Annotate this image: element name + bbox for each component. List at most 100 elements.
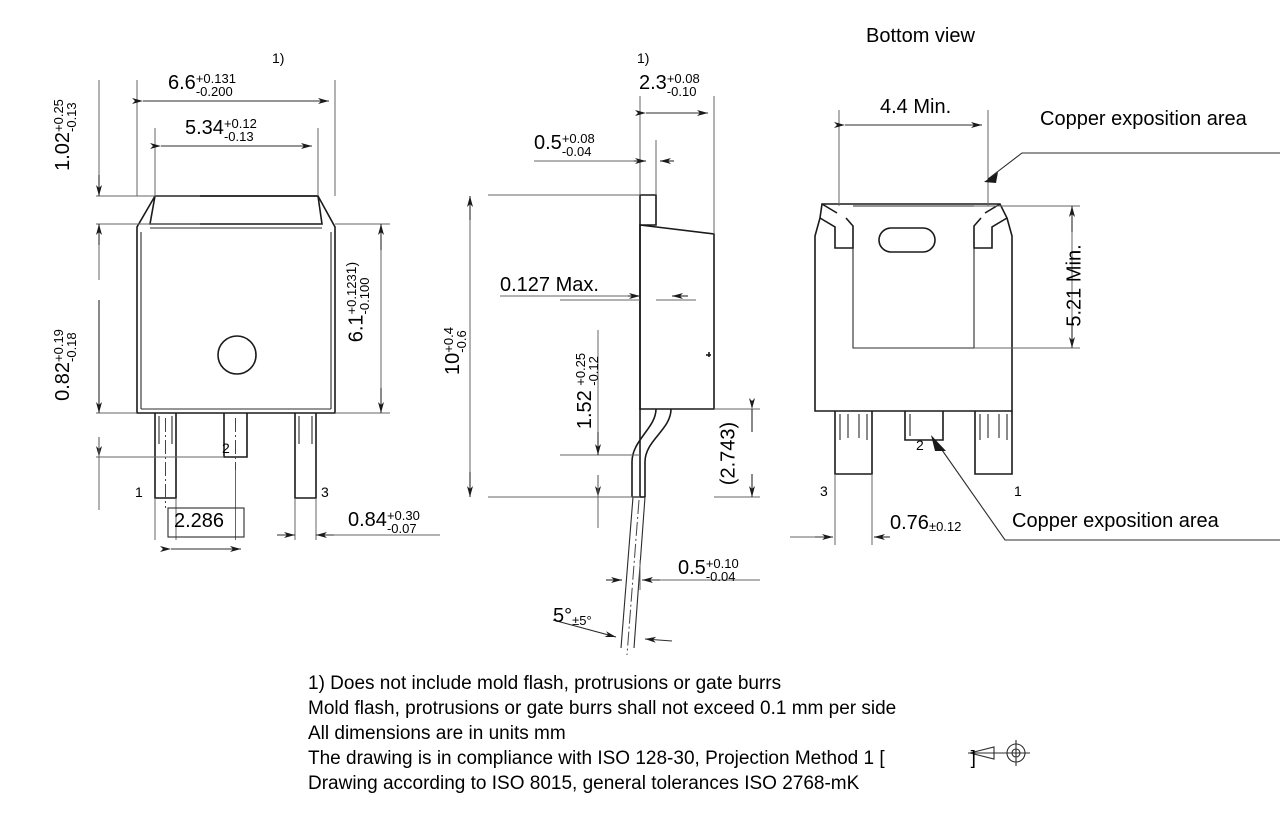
dim-label-0-82: 0.82+0.19-0.18 [48, 300, 79, 470]
bottom-lead-3 [834, 411, 873, 475]
dim-label-2-286: 2.286 [174, 510, 224, 533]
dim-value-6-6: 6.6 [168, 72, 196, 95]
dim-value-6-1: 6.1 [345, 314, 368, 343]
note-projection-suffix: ] [970, 748, 976, 769]
note-line-5: Drawing according to ISO 8015, general t… [308, 773, 860, 794]
side-lead-leg-left [620, 496, 634, 649]
dim-value-0-127: 0.127 Max. [500, 274, 599, 296]
bottom-slot [878, 227, 936, 253]
note-projection-prefix: The drawing is in compliance with ISO 12… [308, 748, 885, 769]
dim-tol-plus-6-6: +0.131 [195, 71, 236, 86]
side-view [467, 96, 760, 656]
bottom-copper-area [852, 248, 975, 349]
bottom-leads [834, 411, 1013, 475]
dim-value-10: 10 [442, 352, 465, 375]
front-lead-3 [294, 413, 317, 499]
leader-copper-bottom [934, 439, 1280, 541]
dim-label-10: 10+0.4-0.6 [440, 300, 470, 410]
dim-line-5-deg-a [552, 619, 617, 638]
front-pin-label-2: 2 [222, 440, 230, 456]
dim-tol-minus-1-02: -0.13 [64, 102, 79, 132]
dim-label-2-743: (2.743) [714, 410, 744, 500]
callout-copper-bottom: Copper exposition area [1012, 510, 1219, 532]
dim-tol-minus-5-34: -0.13 [223, 129, 254, 144]
side-tab [639, 194, 657, 226]
dim-value-0-5-step: 0.5 [534, 132, 562, 155]
notes-block: 1) Does not include mold flash, protrusi… [308, 671, 976, 796]
dim-label-5-deg: 5°±5° [553, 605, 592, 628]
dim-label-2-3: 2.3+0.08-0.10 [639, 72, 700, 98]
note-ref-6-6: 1) [272, 50, 285, 66]
front-pin-label-1: 1 [135, 484, 143, 500]
dim-value-0-5-lead: 0.5 [678, 557, 706, 580]
dim-label-0-5-lead: 0.5+0.10-0.04 [678, 557, 739, 583]
dim-tol-minus-1-52: -0.12 [586, 356, 601, 386]
dim-tol-minus-6-6: -0.200 [195, 84, 233, 99]
dim-tol-plus-0-5-step: +0.08 [561, 131, 595, 146]
dim-value-5-21: 5.21 Min. [1063, 244, 1086, 327]
note-ref-2-3: 1) [637, 50, 650, 66]
dim-label-6-6: 6.6+0.131-0.200 [168, 72, 236, 98]
side-lead-bend-inner [631, 408, 657, 497]
note-ref-6-1: 1) [342, 261, 359, 275]
front-cap-step [149, 195, 323, 225]
dim-label-0-127: 0.127 Max. [500, 274, 599, 297]
dim-value-1-02: 1.02 [52, 131, 75, 171]
bottom-view-title: Bottom view [866, 25, 975, 47]
dim-tol-plus-0-5-lead: +0.10 [705, 556, 739, 571]
dim-value-0-84: 0.84 [348, 509, 387, 532]
side-lead-bend-outer [644, 408, 672, 497]
note-line-2: Mold flash, protrusions or gate burrs sh… [308, 698, 897, 719]
dim-tol-minus-2-3: -0.10 [666, 84, 697, 99]
dim-label-4-4: 4.4 Min. [880, 96, 951, 119]
dim-tol-5-deg: ±5° [572, 613, 592, 628]
dim-value-0-82: 0.82 [52, 361, 75, 401]
side-body-outline [639, 224, 715, 410]
dim-value-0-76: 0.76 [890, 512, 929, 534]
dim-value-2-286: 2.286 [174, 510, 225, 532]
dim-tol-plus-0-84: +0.30 [386, 508, 420, 523]
dim-label-0-76: 0.76±0.12 [890, 512, 961, 535]
dim-label-1-02: 1.02+0.25-0.13 [48, 70, 79, 240]
dim-label-0-84: 0.84+0.30-0.07 [348, 509, 420, 535]
bottom-pin-label-3: 3 [820, 483, 828, 499]
bottom-pin-label-2: 2 [916, 437, 924, 453]
dim-box-2-286 [167, 507, 245, 538]
dim-tol-minus-10: -0.6 [454, 330, 469, 353]
dim-tol-minus-0-5-step: -0.04 [561, 144, 592, 159]
dim-value-2-3: 2.3 [639, 72, 667, 95]
front-gate-circle [217, 335, 257, 375]
dim-value-5-34: 5.34 [185, 117, 224, 140]
note-line-3: All dimensions are in units mm [308, 723, 566, 744]
dim-tol-plus-5-34: +0.12 [223, 116, 257, 131]
bottom-pin-label-1: 1 [1014, 483, 1022, 499]
projection-method-symbol [968, 740, 1030, 766]
leader-copper-top [987, 152, 1280, 180]
side-lead-centerline [626, 499, 640, 656]
dim-tol-0-76: ±0.12 [928, 519, 962, 534]
callout-copper-top: Copper exposition area [1040, 108, 1247, 130]
dim-value-5-deg: 5° [553, 605, 573, 627]
front-pin-label-3: 3 [321, 484, 329, 500]
dim-value-2-743: (2.743) [717, 421, 740, 486]
dim-tol-minus-0-5-lead: -0.04 [705, 569, 736, 584]
front-leads [154, 413, 317, 508]
dim-tol-minus-0-82: -0.18 [64, 332, 79, 362]
bottom-body-outline [814, 203, 1013, 412]
bottom-lead-1 [974, 411, 1013, 475]
note-line-4: The drawing is in compliance with ISO 12… [308, 746, 976, 771]
dim-tol-plus-2-3: +0.08 [666, 71, 700, 86]
dim-label-5-34: 5.34+0.12-0.13 [185, 117, 257, 143]
dim-tol-minus-6-1: -0.100 [357, 277, 373, 315]
bottom-view-graphics [790, 110, 1280, 545]
dim-label-0-5-step: 0.5+0.08-0.04 [534, 132, 595, 158]
dim-line-5-deg-b [644, 636, 673, 643]
dim-value-4-4: 4.4 Min. [880, 96, 952, 118]
front-view [96, 80, 440, 552]
dim-value-1-52: 1.52 [574, 390, 597, 430]
bottom-lead-2 [904, 411, 944, 441]
dim-label-5-21: 5.21 Min. [1060, 230, 1090, 360]
